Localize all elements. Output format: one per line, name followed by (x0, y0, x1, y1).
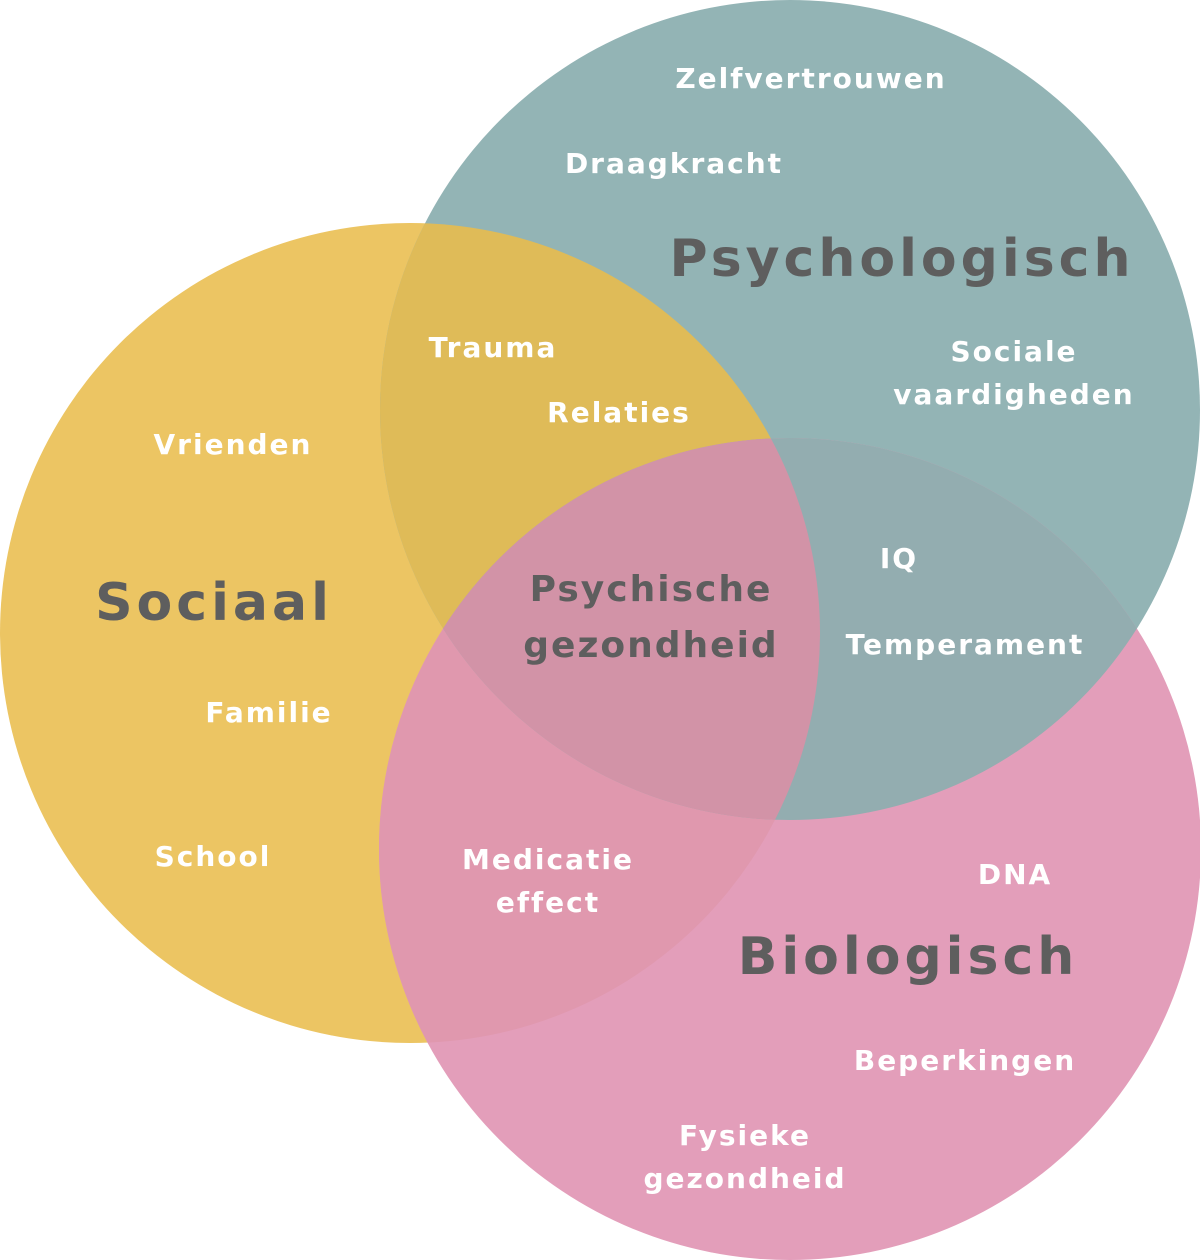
label-zelfvertrouwen: Zelfvertrouwen (675, 62, 947, 95)
label-dna: DNA (977, 858, 1053, 891)
label-gezondheid: gezondheid (523, 625, 779, 666)
heading-sociaal: Sociaal (95, 573, 333, 633)
label-vrienden: Vrienden (153, 428, 313, 461)
heading-biologisch: Biologisch (737, 927, 1079, 987)
label-draagkracht: Draagkracht (564, 147, 784, 180)
label-medicatie-effect: Medicatie effect (462, 838, 634, 924)
heading-psychologisch: Psychologisch (669, 229, 1135, 289)
label-psychische: Psychische (529, 569, 773, 610)
label-fysieke: Fysieke (679, 1119, 811, 1152)
label-beperkingen: Beperkingen (853, 1044, 1077, 1077)
label-school: School (154, 840, 272, 873)
label-familie: Familie (205, 696, 333, 729)
label-effect: effect (495, 886, 601, 919)
label-sociale-vaardigheden: Sociale vaardigheden (893, 330, 1134, 416)
label-sociale: Sociale (950, 335, 1078, 368)
overlap-center (380, 438, 820, 820)
label-relaties: Relaties (547, 396, 691, 429)
label-vaardigheden: vaardigheden (893, 378, 1135, 411)
label-medicatie: Medicatie (462, 843, 634, 876)
label-iq: IQ (879, 542, 919, 575)
label-fysieke-gezondheid: Fysieke gezondheid (643, 1114, 846, 1200)
label-trauma: Trauma (428, 331, 558, 364)
label-temperament: Temperament (845, 628, 1085, 661)
label-gezondheid-bio: gezondheid (643, 1162, 847, 1195)
label-center: Psychische gezondheid (523, 562, 778, 674)
